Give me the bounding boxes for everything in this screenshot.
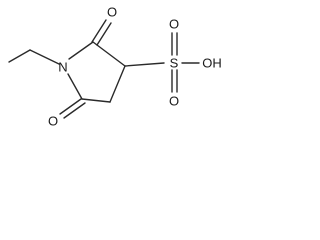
atom-o-sulfonyl-bottom-label: O — [169, 94, 179, 109]
atom-o-carbonyl-top-label: O — [107, 5, 117, 20]
bond-c2-o-double-a — [91, 19, 107, 43]
bond-c5-o-double-a — [59, 98, 82, 115]
atom-oh-label: OH — [202, 56, 222, 71]
atom-s-label: S — [170, 56, 179, 71]
bond-c3-s — [124, 62, 165, 67]
bond-c5-o-double-b — [63, 102, 86, 119]
atom-o-sulfonyl-top-label: O — [169, 17, 179, 32]
bond-ethyl-ch3-ch2 — [8, 49, 31, 63]
atom-o-carbonyl-bottom-label: O — [48, 114, 58, 129]
bond-c4-c5 — [81, 98, 111, 103]
bond-c5-n — [67, 73, 83, 100]
bond-c2-c3 — [92, 41, 126, 67]
bond-c2-o-double-b — [96, 22, 112, 46]
structure-canvas: N O O S O O OH — [0, 0, 232, 131]
molecule-structure: N O O S O O OH — [8, 5, 222, 129]
atom-n-label: N — [58, 60, 67, 75]
bond-c3-c4 — [109, 65, 126, 103]
bond-n-c2 — [68, 41, 94, 60]
bond-ethyl-ch2-n — [29, 49, 60, 65]
